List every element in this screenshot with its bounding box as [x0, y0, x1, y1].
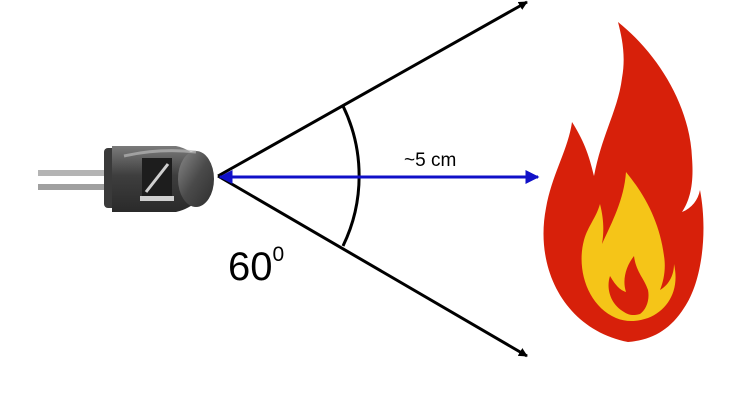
fov-upper-line [217, 0, 528, 178]
angle-value: 60 [228, 245, 273, 289]
ir-flame-sensor-icon [38, 146, 214, 212]
distance-label: ~5 cm [404, 150, 456, 171]
fire-icon [543, 22, 704, 342]
fov-lower-line [217, 174, 528, 358]
angle-superscript: 0 [273, 243, 285, 266]
angle-label: 600 [228, 243, 284, 289]
